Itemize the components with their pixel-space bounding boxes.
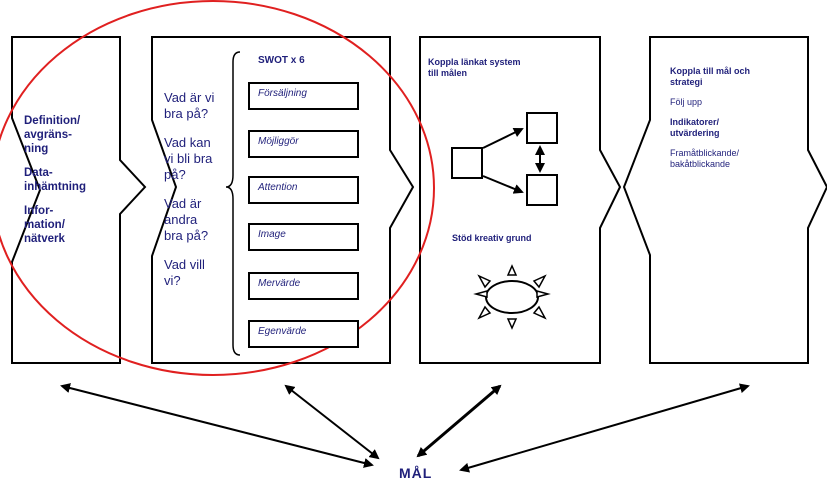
highlight-circle xyxy=(0,0,435,376)
data-label: Data- xyxy=(24,167,53,179)
follow-up-label: Följ upp xyxy=(670,97,703,107)
information-label: Infor- xyxy=(24,205,54,217)
goal-label: MÅL xyxy=(399,465,433,481)
looking-label: Framåtblickande/ xyxy=(670,148,740,158)
stage-4-chevron xyxy=(622,36,827,364)
question-3: Vad är xyxy=(164,196,202,211)
swot-box-mervarde: Mervärde xyxy=(248,272,359,300)
stage-3-title-line-2: till målen xyxy=(428,68,468,78)
goal-arrow-1 xyxy=(60,383,374,468)
stage-1-text: Definition/ avgräns- ning Data- inhämtni… xyxy=(24,114,86,246)
stage-4-title-line-2: strategi xyxy=(670,77,703,87)
question-3c: bra på? xyxy=(164,228,209,243)
question-2: Vad kan xyxy=(164,135,211,150)
swot-box-attention: Attention xyxy=(248,176,359,204)
swot-item-label: Egenvärde xyxy=(258,326,307,337)
swot-brace xyxy=(225,51,241,356)
data-label-2: inhämtning xyxy=(24,181,86,193)
stage-4-text: Koppla till mål och strategi Följ upp In… xyxy=(670,66,750,170)
stage-3-subtitle: Stöd kreativ grund xyxy=(452,233,532,243)
definition-label-3: ning xyxy=(24,143,49,155)
stage-3-title-line-1: Koppla länkat system xyxy=(428,57,521,67)
question-4b: vi? xyxy=(164,273,181,288)
indicators-label: Indikatorer/ xyxy=(670,117,720,127)
definition-label-2: avgräns- xyxy=(24,129,72,141)
looking-label-2: bakåtblickande xyxy=(670,159,731,169)
indicators-label-2: utvärdering xyxy=(670,128,720,138)
information-label-3: nätverk xyxy=(24,233,65,245)
question-1b: bra på? xyxy=(164,106,209,121)
system-box-left xyxy=(451,147,483,179)
definition-label: Definition/ xyxy=(24,115,81,127)
swot-item-label: Image xyxy=(258,229,286,240)
question-1: Vad är vi xyxy=(164,90,215,105)
stage-1-chevron xyxy=(11,36,147,364)
swot-box-image: Image xyxy=(248,223,359,251)
system-box-top xyxy=(526,112,558,144)
goal-arrow-3 xyxy=(416,384,502,458)
question-2c: på? xyxy=(164,167,186,182)
stage-2-questions: Vad är vi bra på? Vad kan vi bli bra på?… xyxy=(164,90,214,289)
system-arrow-up xyxy=(482,128,524,149)
swot-item-label: Försäljning xyxy=(258,88,307,99)
sun-icon xyxy=(473,264,551,330)
system-box-bottom xyxy=(526,174,558,206)
question-3b: andra xyxy=(164,212,198,227)
stage-3-chevron xyxy=(419,36,622,364)
stage-4-title-line-1: Koppla till mål och xyxy=(670,66,751,76)
swot-box-forsaljning: Försäljning xyxy=(248,82,359,110)
swot-item-label: Mervärde xyxy=(258,278,301,289)
swot-title: SWOT x 6 xyxy=(258,55,305,66)
system-arrow-down xyxy=(482,175,524,194)
goal-arrow-4 xyxy=(459,383,750,473)
swot-box-mojliggor: Möjliggör xyxy=(248,130,359,158)
question-2b: vi bli bra xyxy=(164,151,213,166)
stage-3-title: Koppla länkat system till målen xyxy=(428,57,521,79)
swot-item-label: Möjliggör xyxy=(258,136,299,147)
information-label-2: mation/ xyxy=(24,219,65,231)
swot-box-egenvarde: Egenvärde xyxy=(248,320,359,348)
swot-item-label: Attention xyxy=(258,182,298,193)
question-4: Vad vill xyxy=(164,257,205,272)
goal-arrow-2 xyxy=(284,384,380,460)
